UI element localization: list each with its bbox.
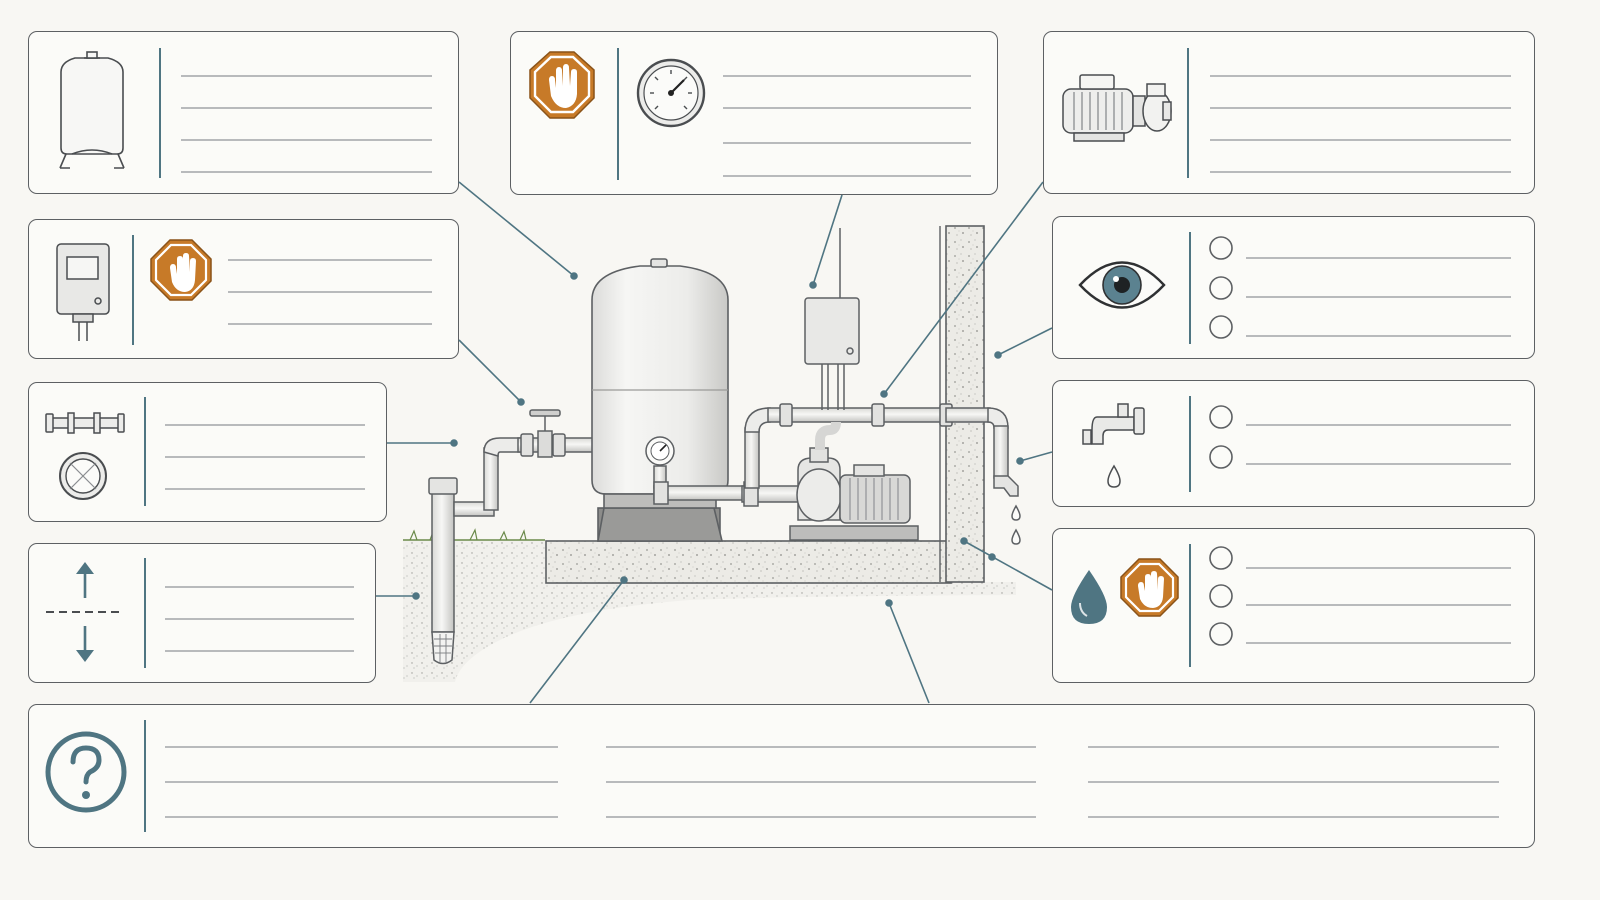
pump-motor-icon (1062, 74, 1172, 142)
eye-icon (1078, 261, 1166, 309)
discharge-pipe (744, 403, 1021, 545)
help-panel (28, 704, 1535, 848)
dripping-faucet-icon (1082, 403, 1145, 488)
pressure-gauge-panel (510, 31, 998, 195)
tank-gauge-fitting (645, 436, 755, 505)
placeholder-text-lines (165, 75, 1511, 818)
panel-dividers (132, 48, 1191, 832)
leader-lines (376, 181, 1053, 704)
depth-arrows-icon (46, 562, 124, 662)
pipe-cross-section-icon (59, 452, 107, 500)
pressure-gauge-icon (636, 58, 706, 128)
checklist-circles (1209, 236, 1233, 646)
stop-hand-icon (150, 239, 212, 301)
control-box (804, 228, 860, 410)
pressure-tank (591, 258, 729, 542)
leak-faucet-panel (1052, 380, 1535, 507)
stop-hand-icon (1120, 558, 1179, 617)
water-drop-icon (1071, 570, 1107, 624)
question-mark-icon (45, 731, 127, 813)
supply-pipe (453, 409, 594, 517)
pressure-tank-icon (59, 51, 125, 169)
pressure-switch-icon (56, 243, 110, 341)
stop-hand-icon (529, 51, 595, 119)
concrete-slab (545, 540, 952, 584)
well-casing (428, 477, 458, 665)
pipe-union-icon (45, 412, 125, 434)
jet-pump (741, 447, 919, 541)
